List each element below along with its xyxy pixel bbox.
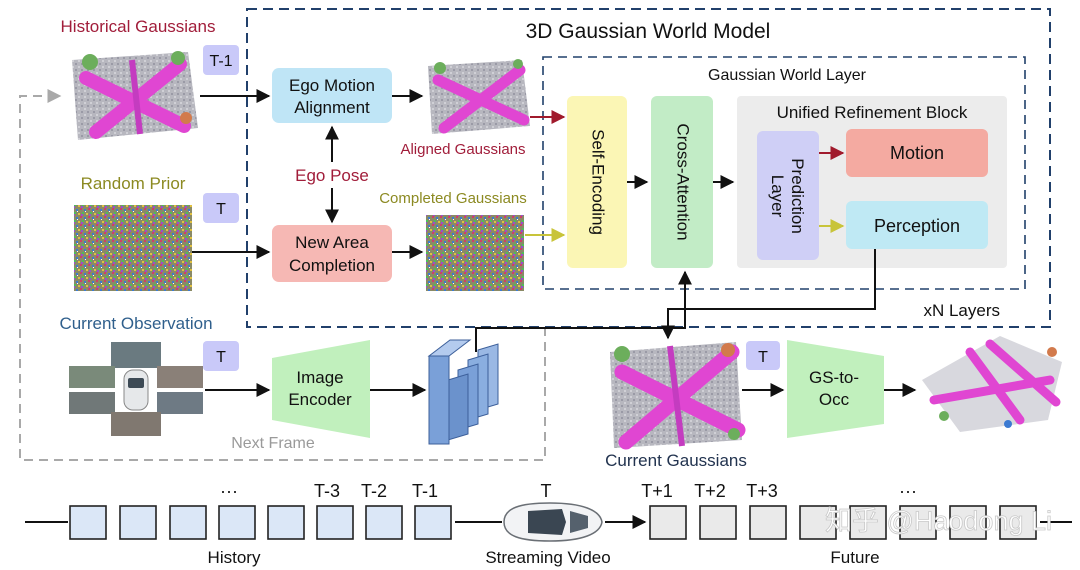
next-frame-label: Next Frame xyxy=(231,435,315,452)
new-area-line1: New Area xyxy=(295,233,369,252)
perception-box xyxy=(846,201,988,249)
xn-layers-label: xN Layers xyxy=(923,301,1000,320)
time-badge-t-current-text: T xyxy=(758,349,768,366)
cross-attention-label: Cross-Attention xyxy=(674,123,693,240)
motion-box xyxy=(846,129,988,177)
future-frame xyxy=(849,505,887,540)
current-gaussians-image xyxy=(610,342,746,450)
prediction-layer-line1: Prediction xyxy=(788,158,807,234)
aligned-gaussians-label: Aligned Gaussians xyxy=(400,141,525,158)
history-frame xyxy=(119,505,157,540)
self-encoding-box xyxy=(567,96,627,268)
future-frames xyxy=(649,505,1037,540)
history-label: History xyxy=(208,548,261,567)
tick-t-plus-1: T+1 xyxy=(641,481,673,501)
history-frame xyxy=(267,505,305,540)
time-badge-t-observation-text: T xyxy=(216,349,226,366)
new-area-completion-box xyxy=(272,225,392,282)
history-frame xyxy=(69,505,107,540)
future-ellipsis: ··· xyxy=(899,481,917,501)
historical-gaussians-label: Historical Gaussians xyxy=(61,17,216,36)
image-encoder-shape xyxy=(272,340,370,438)
next-frame-loop xyxy=(19,89,546,461)
gs-to-occ-line1: GS-to- xyxy=(809,368,859,387)
completed-gaussians-image xyxy=(426,215,524,291)
motion-label: Motion xyxy=(890,143,944,163)
prediction-layer-label: Prediction Layer xyxy=(768,158,807,234)
car-icon xyxy=(503,502,603,542)
tick-t: T xyxy=(541,481,552,501)
world-layer-title: Gaussian World Layer xyxy=(708,67,867,84)
tick-t-plus-2: T+2 xyxy=(694,481,726,501)
ego-motion-line1: Ego Motion xyxy=(289,76,375,95)
aligned-gaussians-image xyxy=(428,59,530,134)
history-frame xyxy=(365,505,403,540)
future-frame xyxy=(899,505,937,540)
time-badge-t-current xyxy=(746,341,780,370)
history-frame xyxy=(218,505,256,540)
cross-attention-box xyxy=(651,96,713,268)
prediction-layer-box xyxy=(757,131,819,260)
future-frame xyxy=(799,505,837,540)
tick-t-minus-1: T-1 xyxy=(412,481,438,501)
time-badge-t-minus-1 xyxy=(203,45,239,75)
arrow-refine-to-current xyxy=(661,249,876,340)
image-encoder-line2: Encoder xyxy=(288,390,352,409)
perception-label: Perception xyxy=(874,216,960,236)
ego-pose-label: Ego Pose xyxy=(295,166,369,185)
history-frame xyxy=(414,505,452,540)
history-ellipsis: ··· xyxy=(220,481,238,501)
prediction-layer-line2: Layer xyxy=(768,175,787,218)
gs-to-occ-shape xyxy=(787,340,884,438)
unified-refinement-title: Unified Refinement Block xyxy=(777,103,968,122)
streaming-video-label: Streaming Video xyxy=(485,548,610,567)
time-badge-t-random xyxy=(203,193,239,223)
completed-gaussians-label: Completed Gaussians xyxy=(379,190,527,207)
time-badge-t-random-text: T xyxy=(216,201,226,218)
ego-motion-line2: Alignment xyxy=(294,98,370,117)
world-layer-frame xyxy=(542,56,1026,290)
watermark: 知乎 @Haodong Li xyxy=(825,506,1052,536)
time-badge-t-observation xyxy=(203,341,239,371)
gs-to-occ-line2: Occ xyxy=(819,390,850,409)
image-features-stack xyxy=(427,339,499,445)
history-frames xyxy=(69,505,452,540)
image-encoder-line1: Image xyxy=(296,368,343,387)
tick-t-minus-3: T-3 xyxy=(314,481,340,501)
tick-t-minus-2: T-2 xyxy=(361,481,387,501)
current-gaussians-label: Current Gaussians xyxy=(605,451,747,470)
current-observation-label: Current Observation xyxy=(59,314,212,333)
self-encoding-label: Self-Encoding xyxy=(589,129,608,235)
future-frame xyxy=(749,505,787,540)
future-label: Future xyxy=(830,548,879,567)
future-frame xyxy=(999,505,1037,540)
random-prior-image xyxy=(74,205,192,291)
historical-gaussians-image xyxy=(72,51,198,140)
occupancy-output-image xyxy=(922,336,1062,432)
history-frame xyxy=(316,505,354,540)
time-badge-t-minus-1-text: T-1 xyxy=(209,53,232,70)
history-frame xyxy=(169,505,207,540)
camera-views-image xyxy=(69,342,203,436)
arrow-features-to-cross xyxy=(475,270,692,352)
future-frame xyxy=(649,505,687,540)
tick-t-plus-3: T+3 xyxy=(746,481,778,501)
future-frame xyxy=(699,505,737,540)
future-frame xyxy=(949,505,987,540)
world-model-title: 3D Gaussian World Model xyxy=(526,20,771,43)
ego-motion-alignment-box xyxy=(272,68,392,123)
random-prior-label: Random Prior xyxy=(81,174,186,193)
new-area-line2: Completion xyxy=(289,256,375,275)
